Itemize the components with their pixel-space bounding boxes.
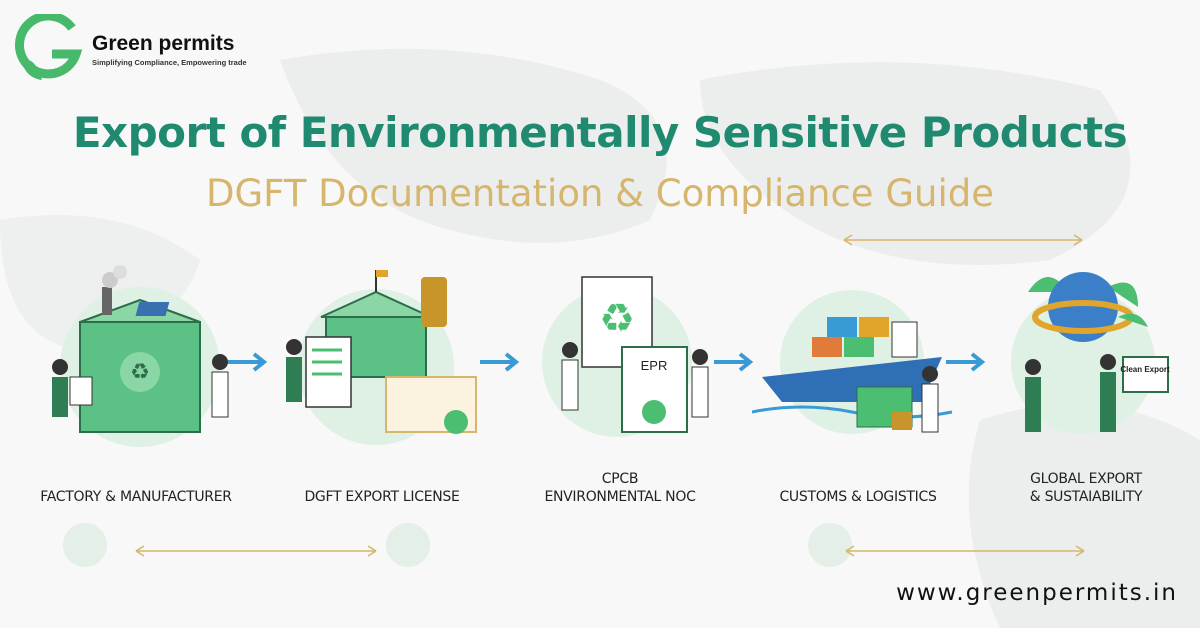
- double-arrow-decoration: [843, 234, 1083, 246]
- stage-label-line: GLOBAL EXPORT: [1030, 471, 1142, 487]
- stage-global-illustration: Clean Export: [988, 262, 1200, 452]
- arrow-right-icon: [228, 352, 268, 372]
- stage-label-customs: CUSTOMS & LOGISTICS: [779, 489, 937, 505]
- svg-text:♻: ♻: [130, 359, 150, 384]
- stage-label-global: GLOBAL EXPORT & SUSTAIABILITY: [966, 470, 1200, 506]
- epr-document-text: EPR: [641, 358, 668, 373]
- stage-customs-illustration: [751, 262, 972, 452]
- logo: Green permits Simplifying Compliance, Em…: [12, 14, 247, 84]
- page-subtitle: DGFT Documentation & Compliance Guide: [206, 172, 994, 215]
- stage-label-line: ENVIRONMENTAL NOC: [544, 489, 696, 505]
- brand-tagline: Simplifying Compliance, Empowering trade: [92, 57, 247, 67]
- stage-label-dgft: DGFT EXPORT LICENSE: [304, 489, 460, 505]
- double-arrow-decoration: [845, 545, 1085, 557]
- stage-label-factory: FACTORY & MANUFACTURER: [40, 489, 232, 505]
- double-arrow-decoration: [135, 545, 377, 557]
- stage-dgft-illustration: [276, 262, 496, 452]
- stage-cpcb-illustration: ♻ EPR: [522, 262, 742, 452]
- stage-factory-illustration: ♻: [30, 262, 250, 452]
- stage-label-cpcb: CPCB ENVIRONMENTAL NOC: [500, 470, 740, 506]
- brand-name: Green permits: [92, 31, 235, 55]
- arrow-right-icon: [480, 352, 520, 372]
- stage-label-line: & SUSTAIABILITY: [1029, 489, 1143, 505]
- svg-text:♻: ♻: [599, 297, 635, 341]
- green-permits-logo-icon: [15, 14, 83, 80]
- page-title: Export of Environmentally Sensitive Prod…: [72, 108, 1128, 157]
- stage-label-line: CPCB: [601, 471, 639, 487]
- website-link[interactable]: www.greenpermits.in: [896, 580, 1178, 606]
- clean-export-sign-text: Clean Export: [1120, 365, 1170, 374]
- arrow-right-icon: [714, 352, 754, 372]
- arrow-right-icon: [946, 352, 986, 372]
